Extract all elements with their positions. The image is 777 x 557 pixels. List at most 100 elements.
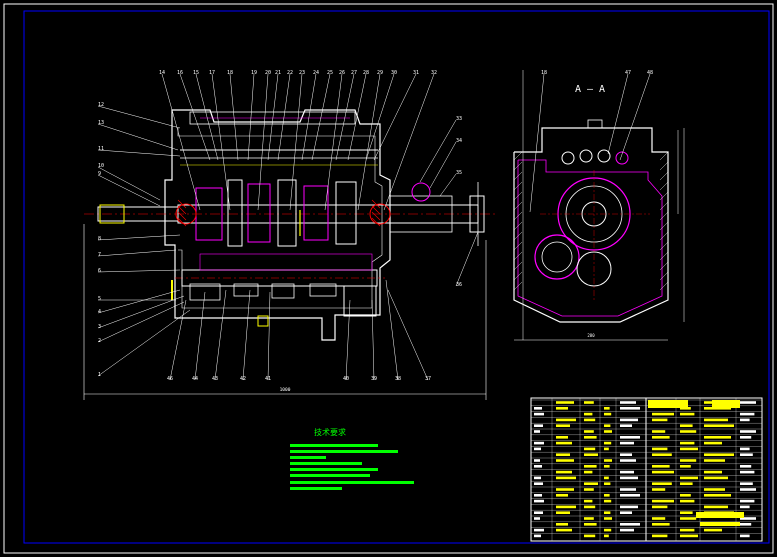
leader-line	[267, 291, 271, 381]
technical-notes: 技术要求	[290, 427, 414, 490]
leader-line	[345, 299, 351, 381]
parts-cell	[740, 412, 755, 416]
parts-cell	[620, 418, 638, 422]
parts-cell	[704, 488, 725, 491]
parts-cell	[704, 441, 722, 445]
parts-cell	[604, 430, 612, 433]
part-label: 48	[647, 70, 653, 76]
leader-line	[267, 73, 279, 161]
parts-cell	[584, 453, 598, 456]
parts-cell	[652, 505, 668, 509]
leader-line	[97, 174, 161, 207]
section-housing	[513, 127, 669, 323]
parts-cell	[740, 488, 756, 491]
parts-cell	[584, 523, 597, 526]
parts-cell	[680, 534, 698, 538]
parts-cell	[652, 523, 670, 526]
part-label: 7	[98, 252, 101, 258]
notes-line-3	[290, 456, 326, 459]
leader-line	[347, 73, 367, 161]
parts-cell	[556, 470, 572, 474]
leader-line	[169, 299, 187, 381]
parts-cell	[652, 499, 674, 503]
parts-cell	[584, 447, 596, 451]
leader-line	[97, 105, 181, 129]
parts-cell	[680, 511, 693, 514]
parts-cell	[620, 505, 638, 509]
parts-cell	[680, 447, 698, 451]
parts-cell	[680, 517, 697, 520]
leader-line	[387, 289, 429, 381]
parts-cell	[740, 523, 752, 526]
parts-cell	[652, 436, 670, 439]
parts-cell	[534, 447, 541, 451]
part-label: 29	[377, 70, 383, 76]
parts-cell	[556, 436, 568, 439]
parts-cell	[534, 424, 543, 427]
leader-line	[385, 279, 399, 381]
parts-cell	[740, 401, 756, 404]
leader-line	[619, 73, 651, 161]
parts-cell	[620, 488, 636, 491]
leader-line	[607, 73, 629, 155]
parts-cell	[652, 534, 668, 538]
parts-cell	[704, 470, 722, 474]
part-label: 26	[339, 70, 345, 76]
parts-cell	[620, 441, 634, 445]
parts-cell	[534, 412, 544, 416]
parts-cell	[652, 465, 670, 468]
parts-cell	[534, 499, 544, 503]
counter-gear-4	[309, 283, 337, 297]
parts-cell	[680, 494, 691, 497]
gear-6	[335, 181, 357, 245]
parts-cell	[604, 534, 609, 538]
parts-cell	[556, 453, 570, 456]
leader-line	[277, 73, 291, 161]
parts-cell	[740, 465, 752, 468]
parts-cell	[534, 494, 542, 497]
parts-cell	[704, 459, 725, 462]
parts-cell	[652, 470, 674, 474]
section-title: A — A	[575, 84, 605, 95]
part-label: 25	[327, 70, 333, 76]
title-cell-scale	[700, 522, 740, 526]
shift-fork-4	[615, 151, 629, 165]
parts-cell	[704, 494, 731, 497]
parts-cell	[556, 441, 572, 445]
leader-line	[383, 73, 435, 211]
part-label: 9	[98, 171, 101, 177]
leader-line	[429, 141, 457, 189]
part-label: 24	[313, 70, 319, 76]
parts-cell	[680, 482, 693, 485]
part-label: 30	[391, 70, 397, 76]
gear-5	[303, 185, 329, 241]
part-label: 32	[431, 70, 437, 76]
part-label: 17	[209, 70, 215, 76]
parts-cell	[604, 528, 612, 532]
parts-cell	[704, 436, 731, 439]
parts-cell	[620, 407, 640, 410]
gear-4	[277, 179, 297, 247]
parts-cell	[680, 407, 691, 410]
bearing-hatch-left	[177, 199, 187, 227]
leader-line	[97, 269, 181, 273]
gearbox-main-section: 1000	[83, 109, 495, 400]
counter-gear-inner	[541, 241, 573, 273]
parts-cell	[534, 430, 540, 433]
part-label: 15	[193, 70, 199, 76]
parts-cell	[620, 401, 636, 404]
parts-cell	[740, 534, 750, 538]
part-label: 3	[98, 324, 101, 330]
parts-cell	[604, 441, 612, 445]
leader-line	[97, 249, 177, 257]
parts-cell	[620, 511, 632, 514]
reverse-idler	[343, 285, 377, 317]
part-label: 10	[98, 163, 104, 169]
parts-cell	[604, 517, 612, 520]
leader-line	[371, 299, 375, 381]
parts-cell	[534, 441, 544, 445]
part-label: 5	[98, 296, 101, 302]
part-label: 18	[227, 70, 233, 76]
